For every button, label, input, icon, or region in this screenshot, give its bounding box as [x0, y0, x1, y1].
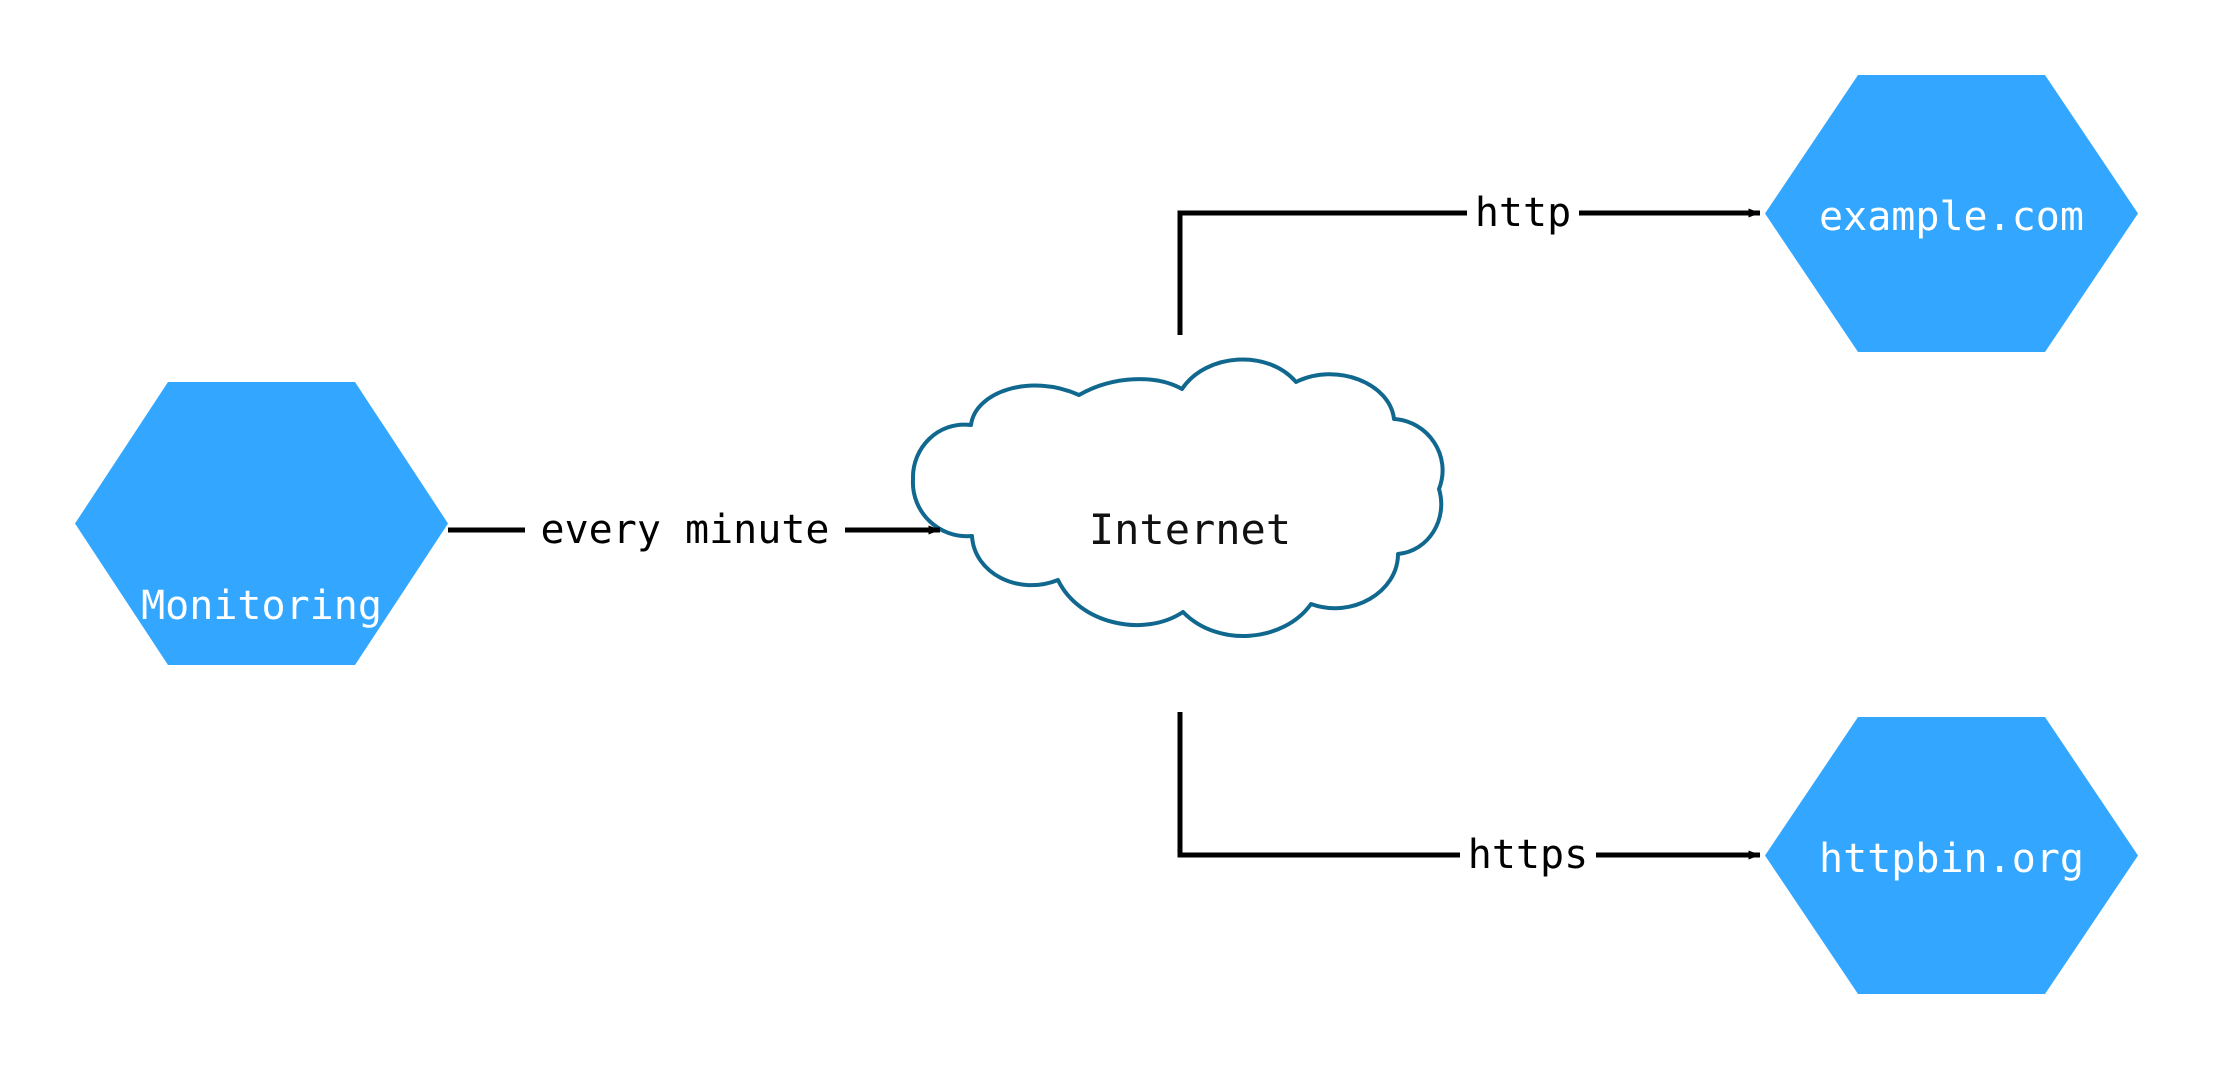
- edge-label-https: https: [1460, 833, 1596, 877]
- node-example-com-shape[interactable]: [1765, 75, 2138, 352]
- node-internet-shape[interactable]: [910, 357, 1445, 638]
- node-monitoring-daemon-shape[interactable]: [75, 382, 448, 665]
- edge-label-every-minute: every minute: [525, 508, 845, 552]
- edge-label-http: http: [1467, 191, 1579, 235]
- node-httpbin-org-shape[interactable]: [1765, 717, 2138, 994]
